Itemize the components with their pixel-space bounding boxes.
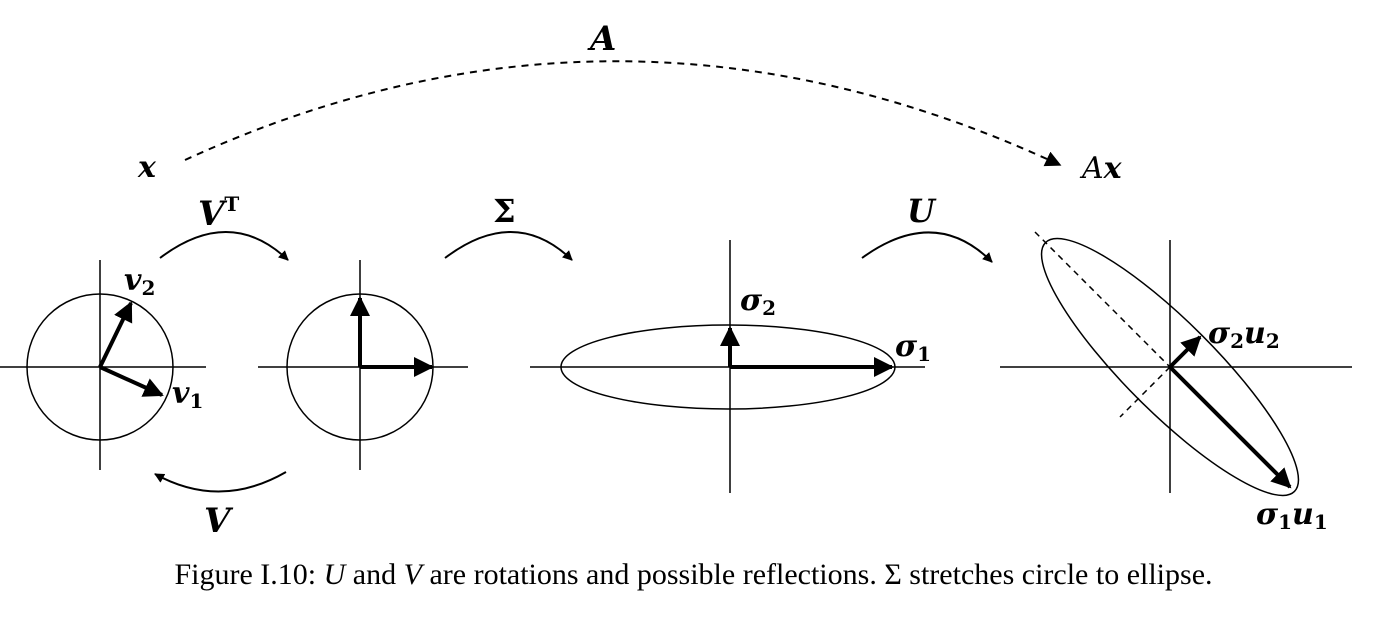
panel-rotated-circle [258, 260, 468, 470]
panel-output-ellipse: σ2u2 σ1u1 [1000, 231, 1352, 534]
a-label: A [587, 19, 616, 59]
vt-label: VT [198, 192, 239, 234]
u-arrow [861, 231, 993, 263]
panel-stretched-ellipse: σ2 σ1 [530, 240, 931, 493]
v1-label: v1 [172, 376, 203, 413]
sigma2u2-vector [1168, 335, 1202, 369]
figure-caption: Figure I.10: U and V are rotations and p… [174, 558, 1213, 591]
sigma1-label: σ1 [895, 329, 931, 366]
v-label: V [204, 501, 234, 541]
sigma1u1-label: σ1u1 [1256, 497, 1328, 534]
a-map-arc [184, 60, 1062, 167]
sigma2-label: σ2 [740, 283, 776, 320]
svd-diagram: A x Ax VT Σ U V v2 v1 [0, 19, 1352, 541]
major-axis-dashed [1034, 231, 1171, 368]
x-label: x [137, 150, 157, 185]
panel-input-circle: v2 v1 [0, 260, 206, 470]
sigma1u1-vector [1168, 365, 1292, 489]
u-label: U [907, 192, 937, 230]
vt-arrow [159, 231, 289, 261]
v2-label: v2 [124, 263, 155, 300]
sigma-label: Σ [493, 192, 516, 230]
sigma-arrow [444, 231, 573, 261]
v1-vector [99, 365, 164, 397]
v-arrow [154, 471, 287, 493]
v2-vector [98, 301, 133, 368]
minor-axis-dashed [1119, 366, 1171, 418]
sigma2u2-label: σ2u2 [1208, 316, 1280, 353]
ax-label: Ax [1079, 151, 1123, 186]
